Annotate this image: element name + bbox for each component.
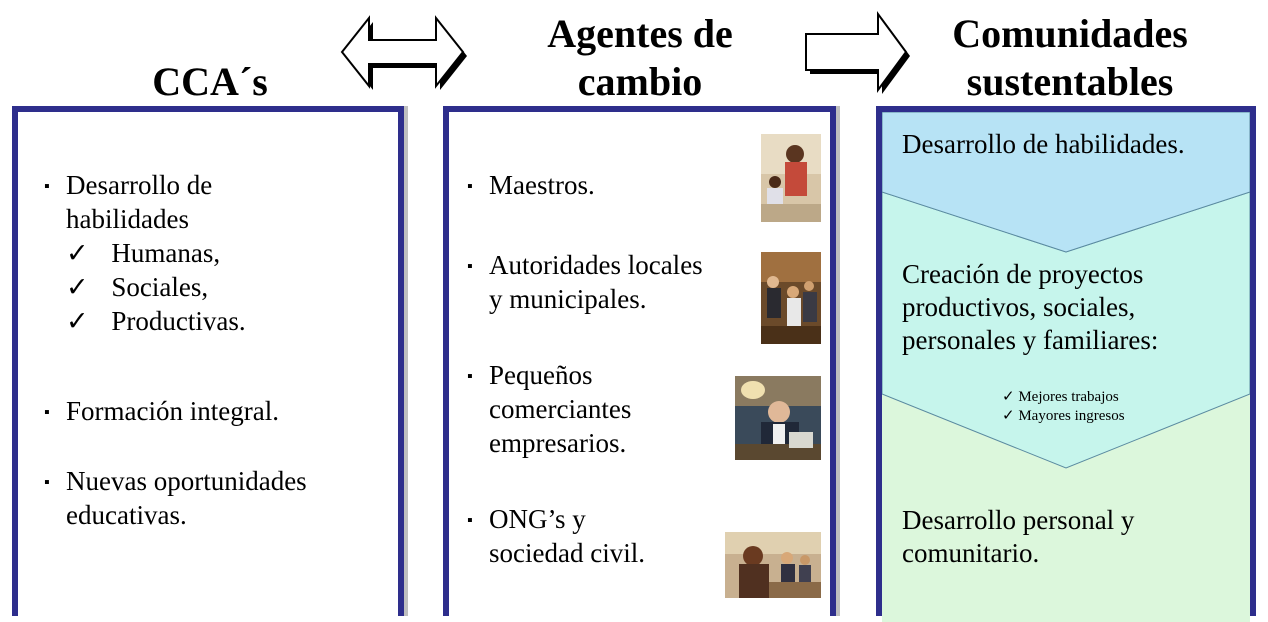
list-item-ong: ▪ ONG’s y sociedad civil. bbox=[467, 502, 737, 570]
stage-3-line: comunitario. bbox=[902, 538, 1040, 568]
stage-2-line: personales y familiares: bbox=[902, 325, 1159, 355]
comunidades-panel: Desarrollo de habilidades. Creación de p… bbox=[876, 106, 1256, 622]
list-item-line: y municipales. bbox=[489, 284, 647, 314]
sub-item-label: Humanas, bbox=[111, 238, 221, 268]
stage-1-text: Desarrollo de habilidades. bbox=[902, 129, 1185, 159]
bullet-icon: ▪ bbox=[44, 404, 50, 421]
authorities-photo bbox=[761, 252, 821, 344]
list-item-desarrollo: ▪ Desarrollo de habilidades bbox=[44, 168, 384, 236]
bullet-icon: ▪ bbox=[467, 178, 473, 195]
list-item-line: comerciantes bbox=[489, 394, 632, 424]
list-item-line: Pequeños bbox=[489, 360, 593, 390]
check-icon: ✓ bbox=[1002, 389, 1015, 405]
stage-3-line: Desarrollo personal y bbox=[902, 505, 1135, 535]
bullet-icon: ▪ bbox=[467, 368, 473, 385]
sub-item-label: Sociales, bbox=[111, 272, 209, 302]
cca-panel: ▪ Desarrollo de habilidades ✓ Humanas, ✓… bbox=[12, 106, 404, 616]
check-label: Mejores trabajos bbox=[1018, 389, 1119, 405]
stage-2-line: Creación de proyectos bbox=[902, 259, 1144, 289]
list-item-line: ONG’s y bbox=[489, 504, 586, 534]
agentes-heading-line-2: cambio bbox=[577, 59, 703, 104]
right-arrow-icon bbox=[805, 10, 910, 94]
bullet-icon: ▪ bbox=[467, 512, 473, 529]
double-arrow-icon bbox=[340, 15, 467, 90]
stage-2-text: Creación de proyectos productivos, socia… bbox=[902, 258, 1158, 357]
list-item-line: educativas. bbox=[66, 500, 187, 530]
list-item-line: Formación integral. bbox=[66, 396, 279, 426]
stage-3-shape bbox=[882, 394, 1250, 622]
comunidades-heading-line-2: sustentables bbox=[966, 59, 1174, 104]
check-icon: ✓ bbox=[1002, 408, 1015, 424]
stage-1-shape bbox=[882, 112, 1250, 253]
list-item-pequenos: ▪ Pequeños comerciantes empresarios. bbox=[467, 358, 737, 460]
list-item-line: empresarios. bbox=[489, 428, 627, 458]
list-item-line: Desarrollo de bbox=[66, 170, 213, 200]
list-item-formacion: ▪ Formación integral. bbox=[44, 394, 384, 428]
bullet-icon: ▪ bbox=[44, 178, 50, 195]
stage-2-line: productivos, sociales, bbox=[902, 292, 1136, 322]
teacher-photo bbox=[761, 134, 821, 222]
agentes-panel: ▪ Maestros. ▪ Autoridades locales y muni… bbox=[443, 106, 836, 616]
agentes-heading: Agentes de cambio bbox=[500, 10, 780, 106]
sub-item-productivas: ✓ Productivas. bbox=[66, 304, 246, 338]
list-item-line: Autoridades locales bbox=[489, 250, 703, 280]
meeting-photo bbox=[725, 532, 821, 598]
check-mejores-trabajos: ✓ Mejores trabajos bbox=[1002, 388, 1119, 407]
list-item-line: Maestros. bbox=[489, 170, 595, 200]
check-icon: ✓ bbox=[66, 272, 89, 302]
bullet-icon: ▪ bbox=[44, 474, 50, 491]
list-item-nuevas: ▪ Nuevas oportunidades educativas. bbox=[44, 464, 384, 532]
check-label: Mayores ingresos bbox=[1018, 408, 1125, 424]
sub-item-sociales: ✓ Sociales, bbox=[66, 270, 208, 304]
stage-chevrons bbox=[882, 112, 1250, 622]
list-item-line: habilidades bbox=[66, 204, 189, 234]
list-item-line: sociedad civil. bbox=[489, 538, 645, 568]
list-item-line: Nuevas oportunidades bbox=[66, 466, 307, 496]
list-item-maestros: ▪ Maestros. bbox=[467, 168, 737, 202]
check-mayores-ingresos: ✓ Mayores ingresos bbox=[1002, 407, 1125, 426]
list-item-autoridades: ▪ Autoridades locales y municipales. bbox=[467, 248, 757, 316]
stage-3-text: Desarrollo personal y comunitario. bbox=[902, 504, 1134, 570]
cca-heading: CCA´s bbox=[152, 59, 268, 104]
check-icon: ✓ bbox=[66, 306, 89, 336]
sub-item-humanas: ✓ Humanas, bbox=[66, 236, 220, 270]
businessman-photo bbox=[735, 376, 821, 460]
agentes-heading-line-1: Agentes de bbox=[547, 11, 733, 56]
bullet-icon: ▪ bbox=[467, 258, 473, 275]
check-icon: ✓ bbox=[66, 238, 89, 268]
comunidades-heading-line-1: Comunidades bbox=[952, 11, 1188, 56]
comunidades-heading: Comunidades sustentables bbox=[910, 10, 1230, 106]
sub-item-label: Productivas. bbox=[111, 306, 246, 336]
